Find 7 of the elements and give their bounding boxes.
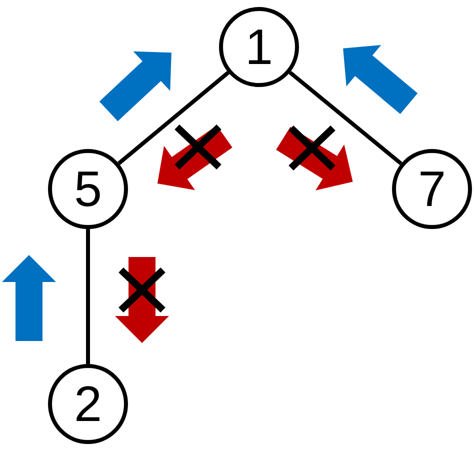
circle-node: 5 [48, 149, 128, 229]
circle-node: 7 [392, 149, 472, 229]
circle-node: 2 [48, 364, 128, 444]
circle-node: 1 [219, 7, 299, 87]
tree-edge [86, 229, 90, 364]
tree-edge [288, 70, 402, 166]
tree-edge [118, 71, 230, 165]
